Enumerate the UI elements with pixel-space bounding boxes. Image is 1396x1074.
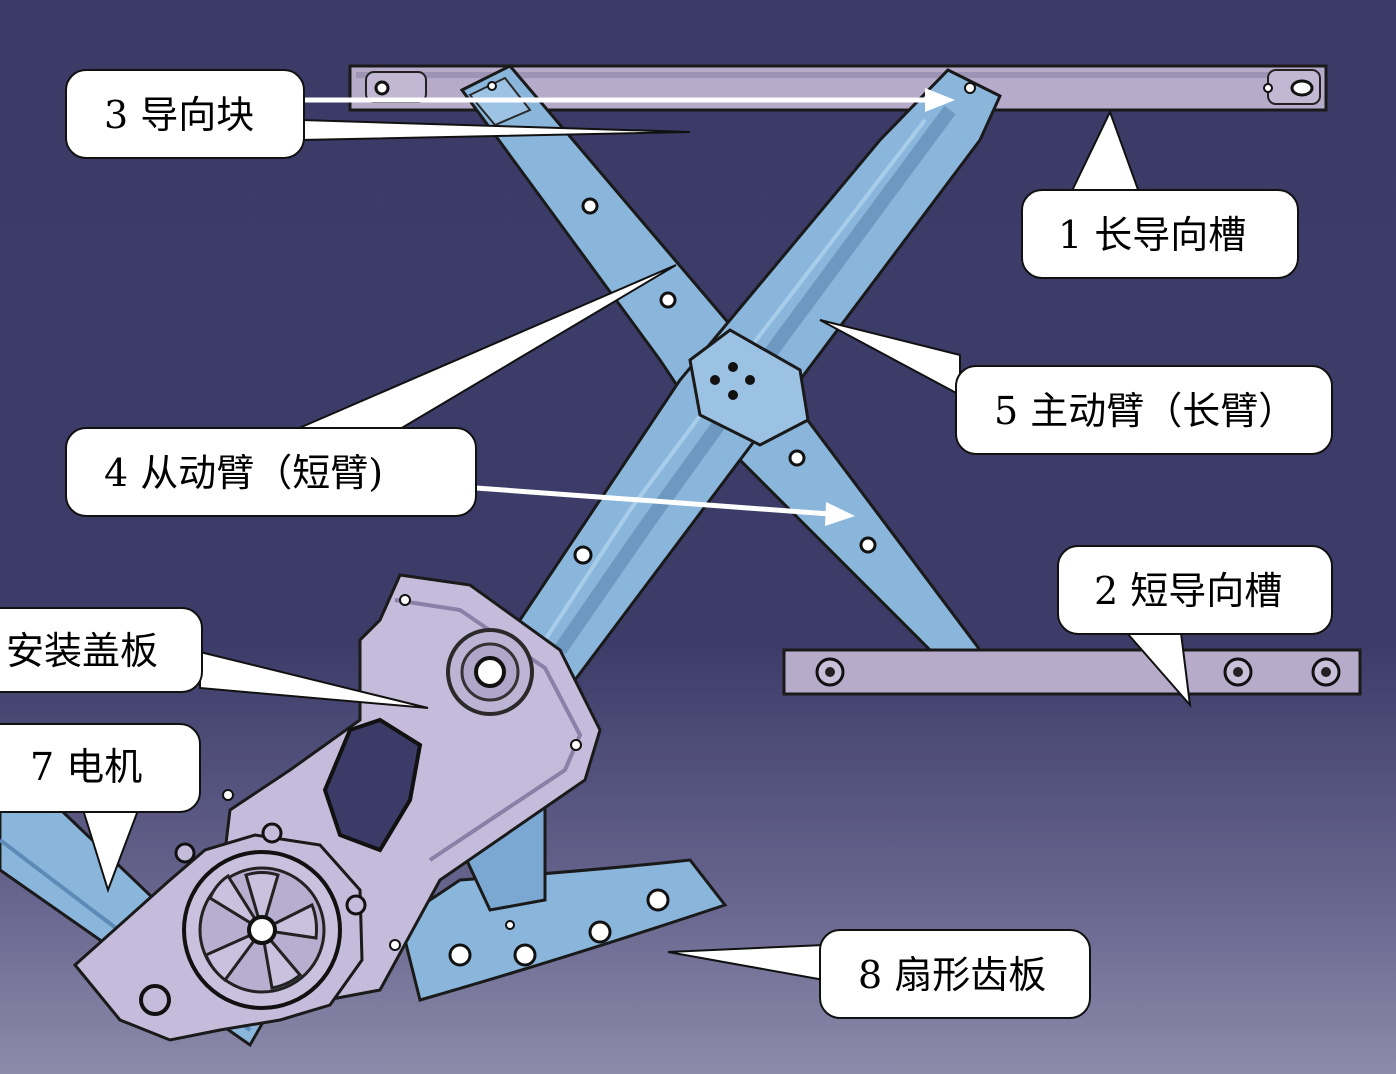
callout-motor-text: 7 电机 <box>30 745 142 789</box>
callout-mounting-cover: 安装盖板 <box>0 607 429 709</box>
callout-motor: 7 电机 <box>0 723 201 894</box>
callout-sector-gear: 8 扇形齿板 <box>667 929 1091 1019</box>
callout-mounting-cover-text: 安装盖板 <box>6 629 158 673</box>
driven-arm-arrow <box>475 485 855 526</box>
callout-guide-block-text: 3 导向块 <box>104 93 254 137</box>
short-guide-rail <box>782 648 1362 696</box>
motor <box>72 822 367 1042</box>
callout-driving-arm-text: 5 主动臂（长臂） <box>994 389 1296 433</box>
pivot-plate <box>688 328 810 447</box>
callout-sector-gear-text: 8 扇形齿板 <box>858 953 1046 997</box>
callout-driving-arm: 5 主动臂（长臂） <box>819 319 1333 455</box>
callout-guide-block: 3 导向块 <box>65 69 691 159</box>
callout-short-guide-rail: 2 短导向槽 <box>1057 545 1333 709</box>
callout-driven-arm: 4 从动臂（短臂) <box>65 264 677 517</box>
callout-long-guide-rail: 1 长导向槽 <box>1021 109 1299 279</box>
guide-block-arrow <box>300 88 955 112</box>
callout-short-guide-rail-text: 2 短导向槽 <box>1094 569 1282 613</box>
callout-long-guide-rail-text: 1 长导向槽 <box>1058 213 1246 257</box>
callout-driven-arm-text: 4 从动臂（短臂) <box>104 451 383 495</box>
